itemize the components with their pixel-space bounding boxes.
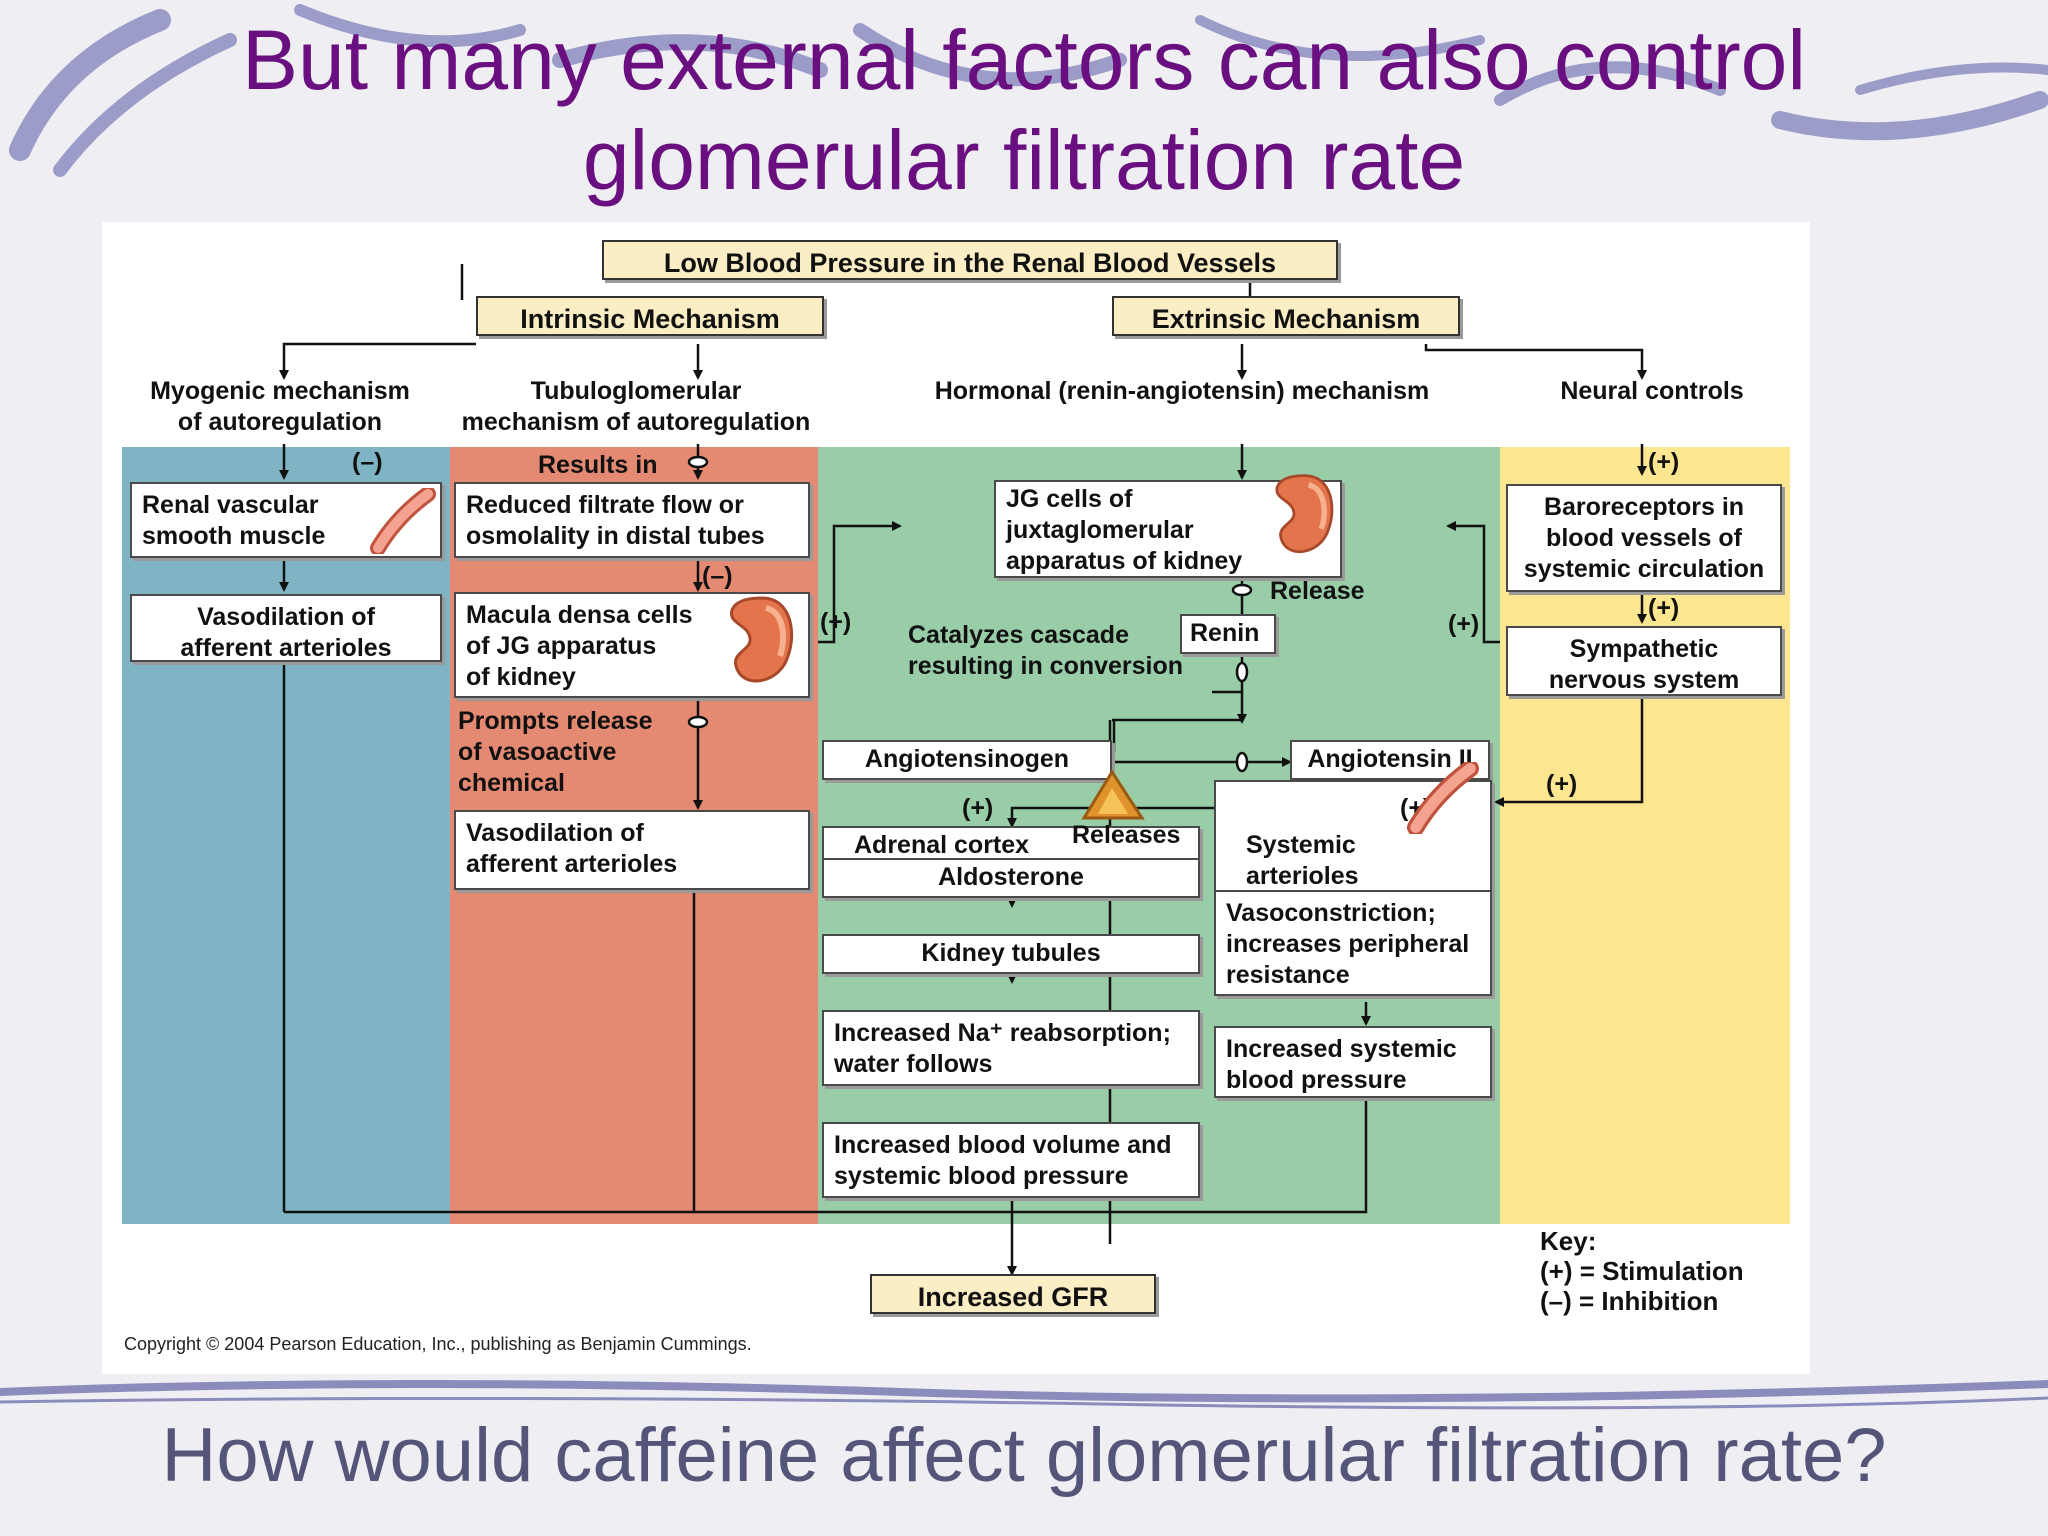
- box-reduced-filtrate: Reduced filtrate flow or osmolality in d…: [454, 482, 810, 558]
- box-angiotensinogen: Angiotensinogen: [822, 740, 1112, 780]
- box-increased-gfr: Increased GFR: [870, 1274, 1156, 1314]
- box-increased-na-reabsorption: Increased Na⁺ reabsorption; water follow…: [822, 1010, 1200, 1086]
- adrenal-gland-icon: [1081, 769, 1145, 820]
- slide-title-line-2: glomerular filtration rate: [582, 113, 1466, 207]
- header-low-blood-pressure: Low Blood Pressure in the Renal Blood Ve…: [602, 240, 1338, 280]
- kidney-icon: [1275, 474, 1334, 554]
- header-extrinsic-mechanism: Extrinsic Mechanism: [1112, 296, 1460, 336]
- label-catalyzes: Catalyzes cascade resulting in conversio…: [908, 621, 1184, 680]
- box-vasodilation-tubulo: Vasodilation of afferent arterioles: [454, 810, 810, 890]
- box-baroreceptors: Baroreceptors in blood vessels of system…: [1506, 484, 1782, 592]
- box-vasoconstriction: Vasoconstriction; increases peripheral r…: [1214, 890, 1492, 996]
- swirl-decoration-bottom: [0, 1380, 2048, 1410]
- box-vasodilation-myogenic: Vasodilation of afferent arterioles: [130, 594, 442, 662]
- label-releases: Releases: [1072, 821, 1181, 849]
- sign-plus-sympathetic-arterioles: (+): [1546, 770, 1578, 798]
- slide-title-line-1: But many external factors can also contr…: [241, 13, 1807, 107]
- label-neural: Neural controls: [1560, 377, 1744, 405]
- sign-plus-baroreceptors: (+): [1648, 448, 1680, 476]
- box-sympathetic-nervous-system: Sympathetic nervous system: [1506, 626, 1782, 696]
- sign-plus-sympathetic-jg: (+): [1448, 610, 1480, 638]
- sign-plus-adrenal: (+): [962, 794, 994, 822]
- label-tubuloglomerular: Tubuloglomerular mechanism of autoregula…: [461, 377, 811, 436]
- label-prompts-release: Prompts release of vasoactive chemical: [458, 707, 653, 797]
- label-myogenic: Myogenic mechanism of autoregulation: [150, 377, 410, 436]
- header-intrinsic-mechanism: Intrinsic Mechanism: [476, 296, 824, 336]
- slide-question: How would caffeine affect glomerular fil…: [161, 1413, 1887, 1498]
- label-hormonal: Hormonal (renin-angiotensin) mechanism: [934, 377, 1430, 405]
- legend-inhibition: (–) = Inhibition: [1540, 1286, 1719, 1316]
- sign-plus-sympathetic: (+): [1648, 594, 1680, 622]
- box-increased-blood-volume: Increased blood volume and systemic bloo…: [822, 1122, 1200, 1198]
- slide-title: But many external factors can also contr…: [0, 10, 2048, 210]
- label-results-in: Results in: [538, 451, 658, 479]
- box-kidney-tubules: Kidney tubules: [822, 934, 1200, 974]
- sign-minus-myogenic: (–): [352, 448, 383, 476]
- legend-stimulation: (+) = Stimulation: [1540, 1256, 1744, 1286]
- box-renin: Renin: [1180, 614, 1276, 654]
- blood-vessel-icon: [370, 488, 436, 554]
- blood-vessel-icon: [1407, 762, 1479, 834]
- kidney-icon: [730, 596, 794, 683]
- legend-key-title: Key:: [1540, 1226, 1597, 1256]
- swirl-decoration-top: [9, 4, 2048, 177]
- legend-key: Key: (+) = Stimulation (–) = Inhibition: [1540, 1226, 1744, 1316]
- copyright-notice: Copyright © 2004 Pearson Education, Inc.…: [124, 1334, 752, 1354]
- box-jg-cells: JG cells of juxtaglomerular apparatus of…: [994, 480, 1342, 578]
- gfr-control-diagram: Low Blood Pressure in the Renal Blood Ve…: [102, 222, 1810, 1374]
- label-release: Release: [1270, 577, 1365, 605]
- sign-plus-macula: (+): [820, 608, 852, 636]
- sign-minus-tubulo: (–): [702, 562, 733, 590]
- band-myogenic: [122, 447, 450, 1224]
- box-aldosterone: Aldosterone: [822, 858, 1200, 898]
- box-increased-systemic-bp: Increased systemic blood pressure: [1214, 1026, 1492, 1098]
